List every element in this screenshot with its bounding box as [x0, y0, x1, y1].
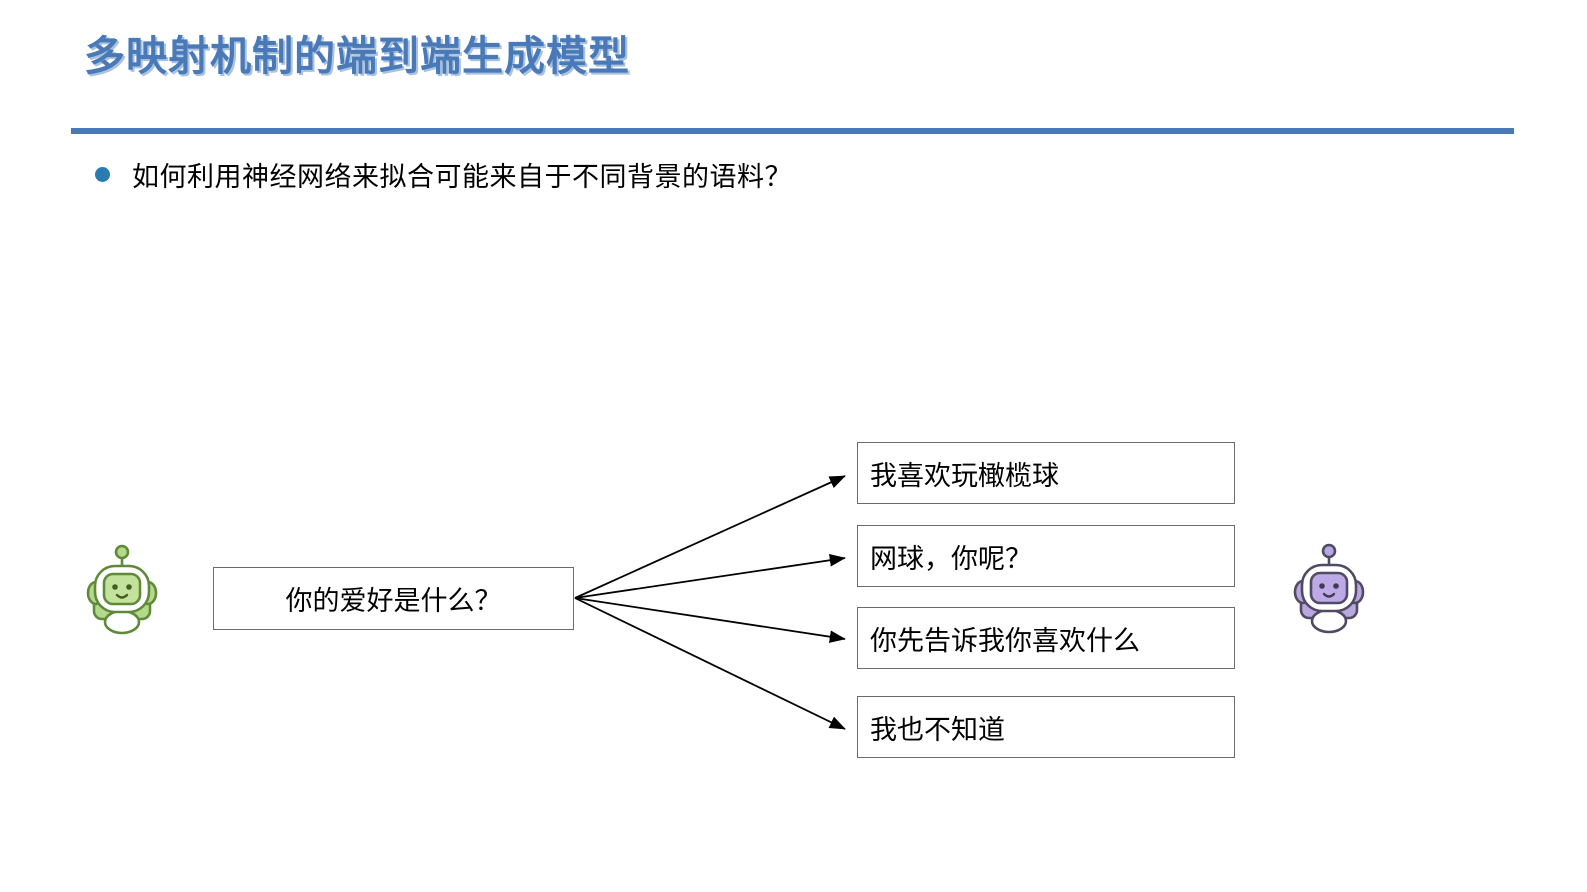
reply-box[interactable]: 你先告诉我你喜欢什么 [857, 607, 1235, 669]
reply-text: 网球，你呢？ [870, 543, 1032, 574]
reply-box[interactable]: 我喜欢玩橄榄球 [857, 442, 1235, 504]
bullet-marker-icon [95, 167, 110, 182]
reply-text: 我也不知道 [870, 714, 1005, 745]
page-title: 多映射机制的端到端生成模型 [84, 33, 630, 79]
arrow-to-reply-3 [574, 597, 846, 643]
title-divider [71, 128, 1514, 134]
reply-text: 你先告诉我你喜欢什么 [870, 625, 1140, 656]
arrow-to-reply-1 [574, 475, 846, 599]
reply-box[interactable]: 我也不知道 [857, 696, 1235, 758]
bullet-text: 如何利用神经网络来拟合可能来自于不同背景的语料？ [132, 162, 792, 192]
robot-purple-icon [1293, 543, 1365, 634]
arrow-to-reply-2 [574, 554, 846, 599]
reply-box[interactable]: 网球，你呢？ [857, 525, 1235, 587]
robot-green-icon [86, 544, 158, 635]
arrow-to-reply-4 [574, 597, 846, 730]
prompt-box[interactable]: 你的爱好是什么？ [213, 567, 574, 630]
bullet-item: 如何利用神经网络来拟合可能来自于不同背景的语料？ [95, 155, 792, 194]
reply-text: 我喜欢玩橄榄球 [870, 460, 1059, 491]
prompt-text: 你的爱好是什么？ [285, 586, 502, 616]
